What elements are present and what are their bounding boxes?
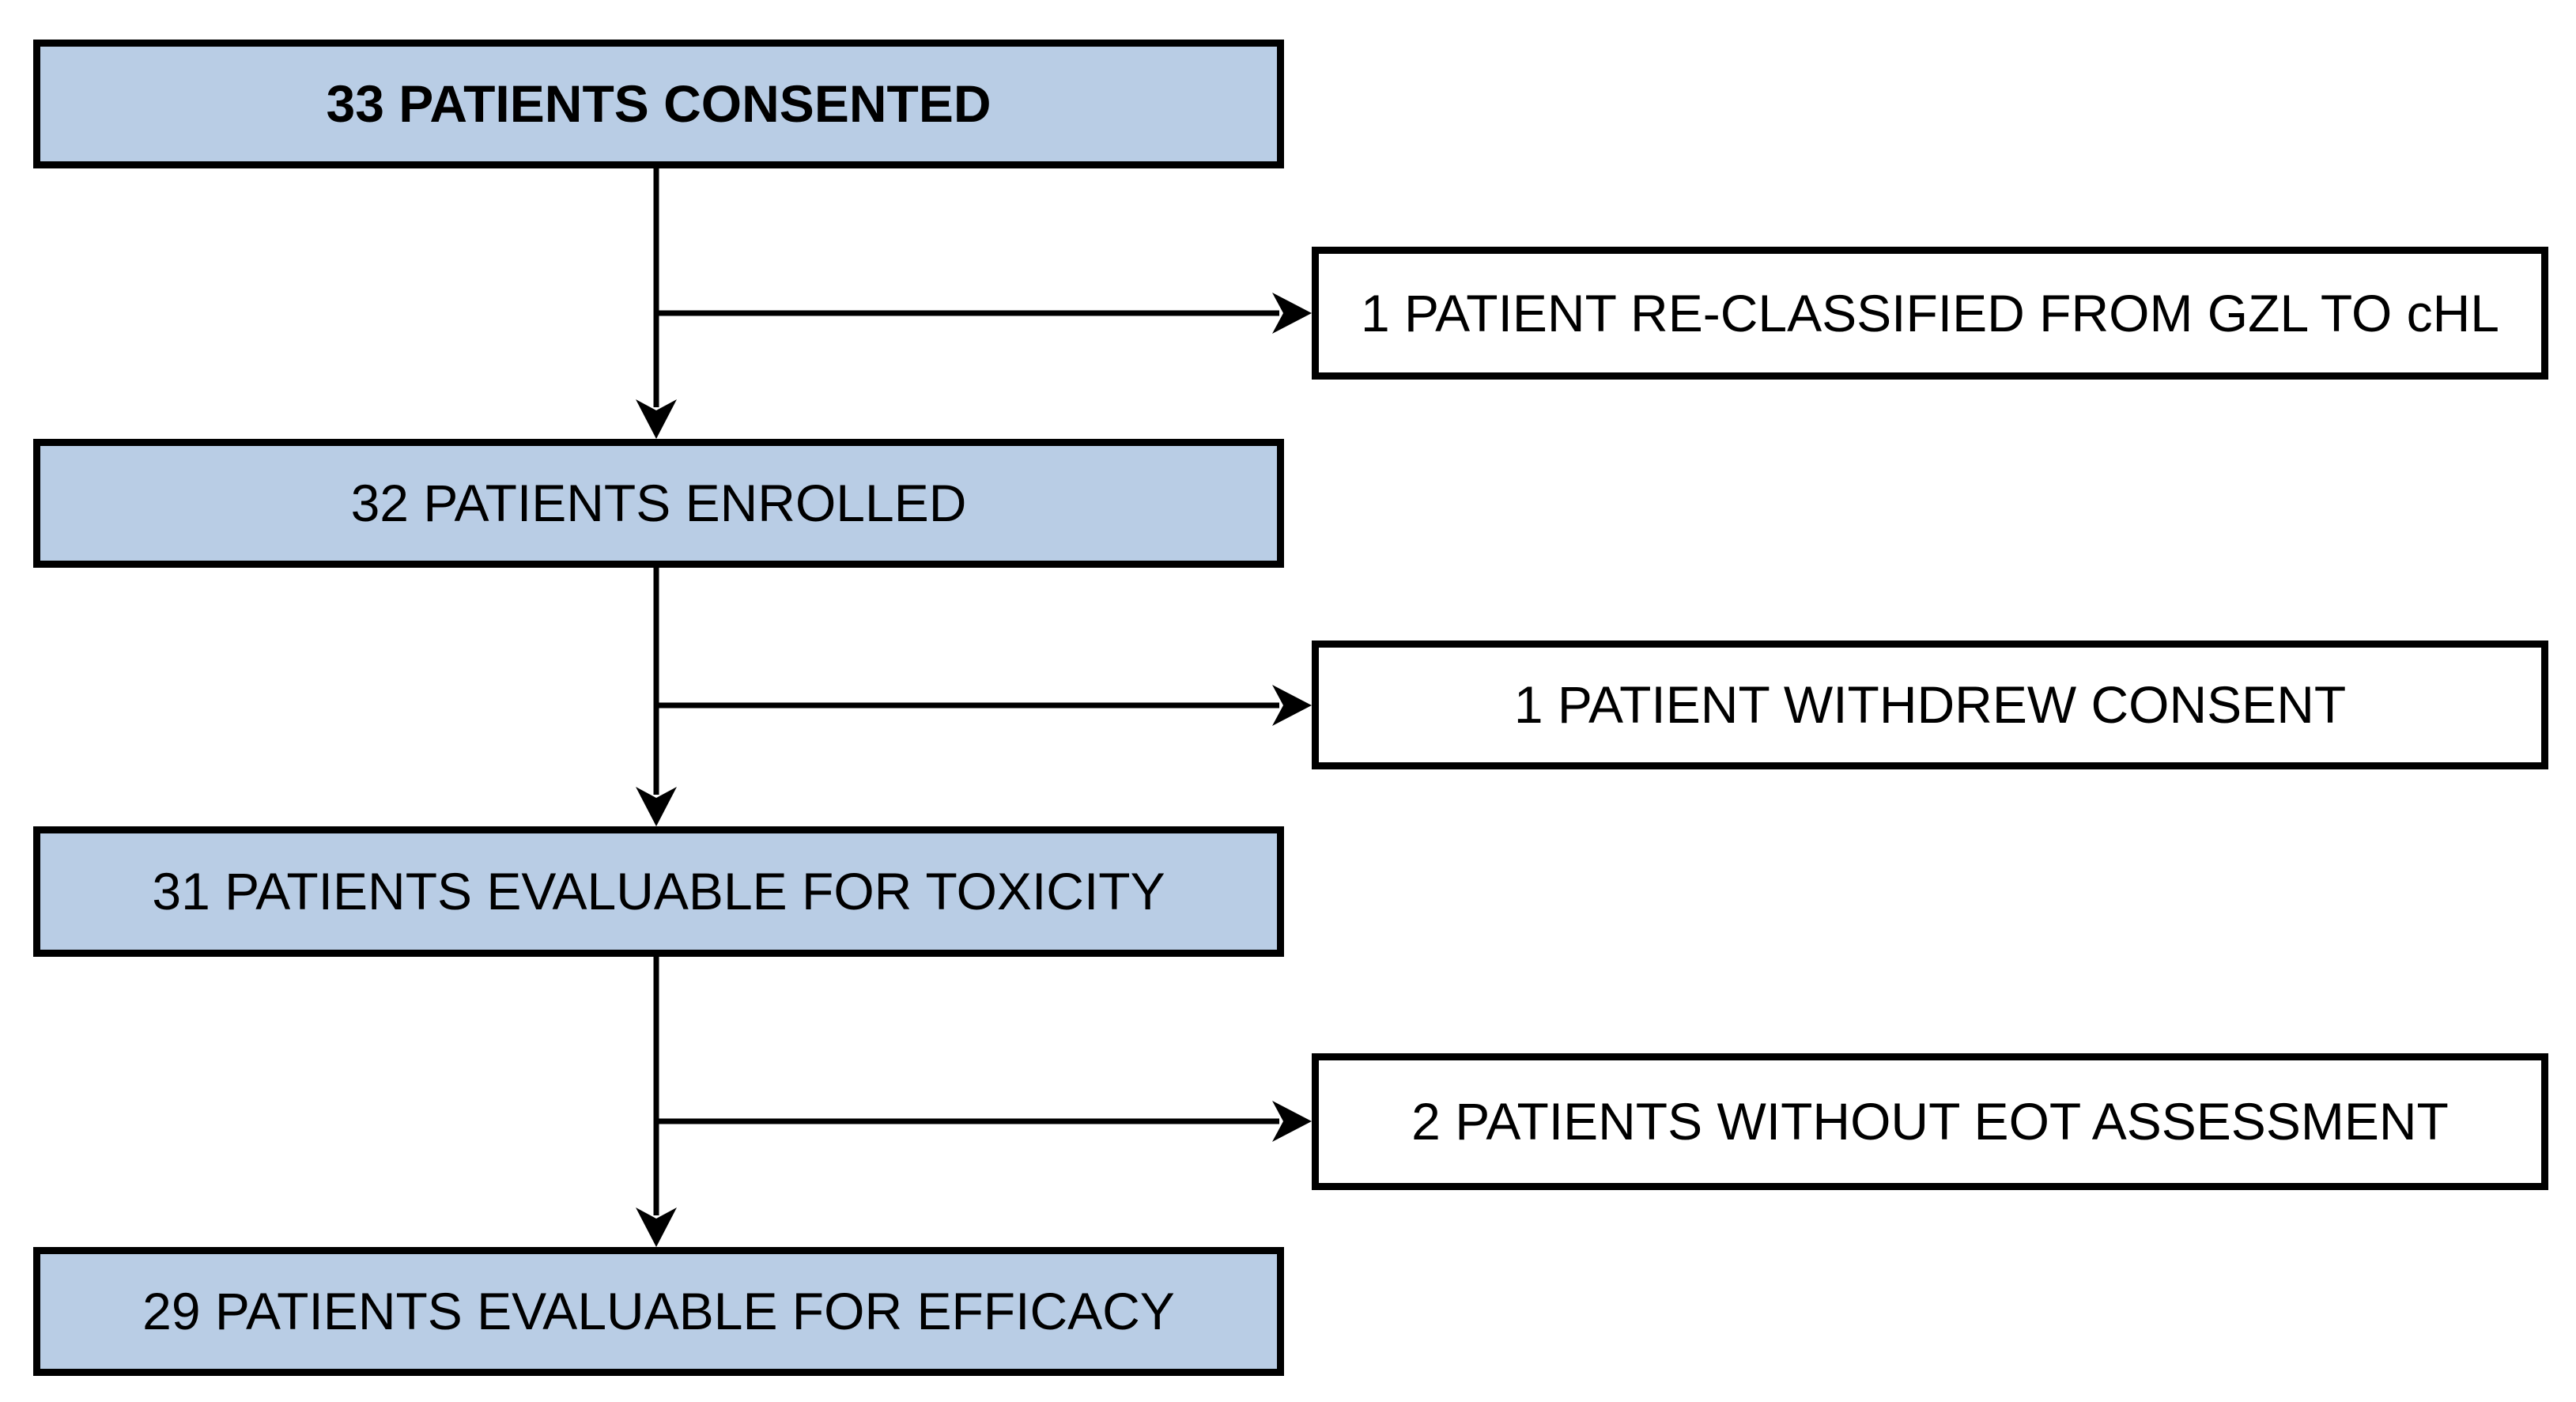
side-box-reclassified: 1 PATIENT RE-CLASSIFIED FROM GZL TO cHL — [1312, 247, 2548, 380]
side-box-label: 1 PATIENT RE-CLASSIFIED FROM GZL TO cHL — [1360, 283, 2500, 342]
flow-box-evaluable-toxicity: 31 PATIENTS EVALUABLE FOR TOXICITY — [33, 826, 1284, 957]
flow-box-enrolled: 32 PATIENTS ENROLLED — [33, 439, 1284, 568]
flow-box-consented: 33 PATIENTS CONSENTED — [33, 40, 1284, 168]
side-box-no-eot-assessment: 2 PATIENTS WITHOUT EOT ASSESSMENT — [1312, 1053, 2548, 1190]
side-box-label: 1 PATIENT WITHDREW CONSENT — [1513, 675, 2347, 735]
side-box-label: 2 PATIENTS WITHOUT EOT ASSESSMENT — [1411, 1092, 2449, 1151]
flow-box-evaluable-efficacy: 29 PATIENTS EVALUABLE FOR EFFICACY — [33, 1247, 1284, 1376]
flow-box-label: 33 PATIENTS CONSENTED — [326, 74, 991, 134]
down-arrow-icon — [636, 1207, 677, 1247]
flow-box-label: 31 PATIENTS EVALUABLE FOR TOXICITY — [152, 862, 1165, 921]
down-arrow-icon — [636, 399, 677, 439]
right-arrow-icon — [1272, 293, 1312, 334]
flow-box-label: 32 PATIENTS ENROLLED — [350, 474, 967, 533]
side-box-withdrew-consent: 1 PATIENT WITHDREW CONSENT — [1312, 641, 2548, 769]
right-arrow-icon — [1272, 685, 1312, 726]
flow-box-label: 29 PATIENTS EVALUABLE FOR EFFICACY — [142, 1282, 1175, 1341]
right-arrow-icon — [1272, 1101, 1312, 1142]
down-arrow-icon — [636, 787, 677, 826]
